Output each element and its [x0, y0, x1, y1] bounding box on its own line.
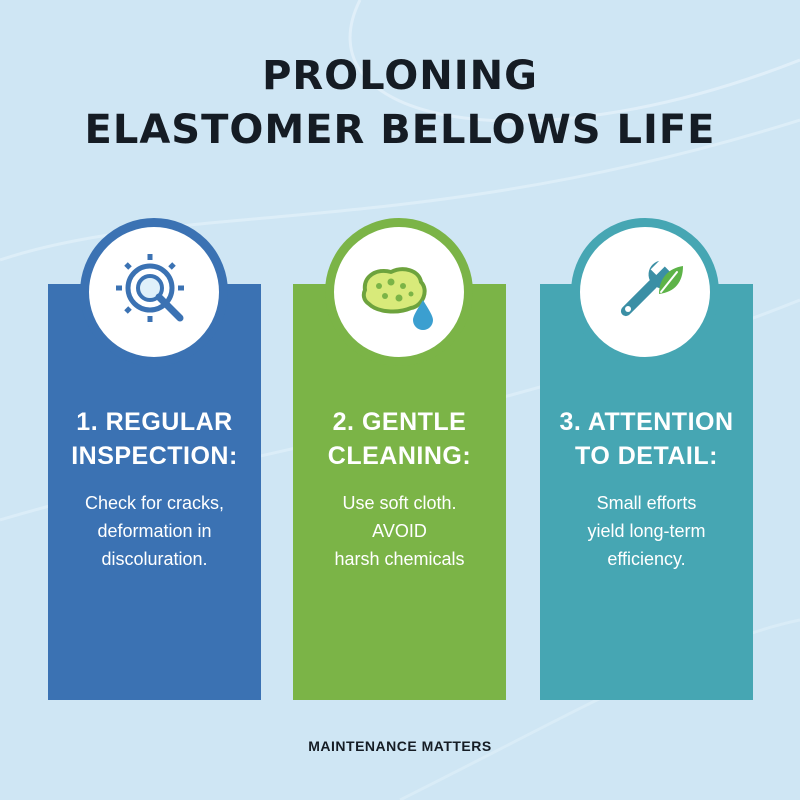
gear-magnifier-icon — [116, 254, 184, 322]
card-text-line-1: Use soft cloth. — [342, 493, 457, 513]
inspection-badge — [80, 218, 228, 366]
detail-badge — [571, 218, 719, 366]
card-text-line-3: harsh chemicals — [334, 549, 465, 569]
card-heading-line-1: 3. ATTENTION — [559, 408, 734, 436]
card-heading-line-1: 1. REGULAR — [76, 408, 233, 436]
page-title-line-1: PROLONING — [262, 53, 538, 99]
footer-tagline: MAINTENANCE MATTERS — [308, 738, 492, 754]
card-text-line-2: AVOID — [372, 521, 427, 541]
card-text-line-3: efficiency. — [607, 549, 686, 569]
card-text-line-2: deformation in — [97, 521, 212, 541]
cleaning-badge — [325, 218, 473, 366]
card-text-line-2: yield long-term — [587, 521, 706, 541]
sponge-drop-icon — [361, 267, 433, 330]
card-heading-line-2: CLEANING: — [327, 442, 472, 470]
card-text-line-1: Small efforts — [596, 493, 697, 513]
card-heading-line-2: TO DETAIL: — [575, 442, 718, 470]
card-attention-to-detail: 3. ATTENTION TO DETAIL: Small efforts yi… — [540, 284, 753, 700]
card-heading-line-2: INSPECTION: — [71, 442, 238, 470]
card-heading-line-1: 2. GENTLE — [332, 408, 467, 436]
card-text-line-3: discoluration. — [101, 549, 208, 569]
wrench-leaf-icon — [620, 260, 683, 317]
card-text-line-1: Check for cracks, — [84, 493, 225, 513]
page-title-line-2: ELASTOMER BELLOWS LIFE — [84, 107, 716, 153]
